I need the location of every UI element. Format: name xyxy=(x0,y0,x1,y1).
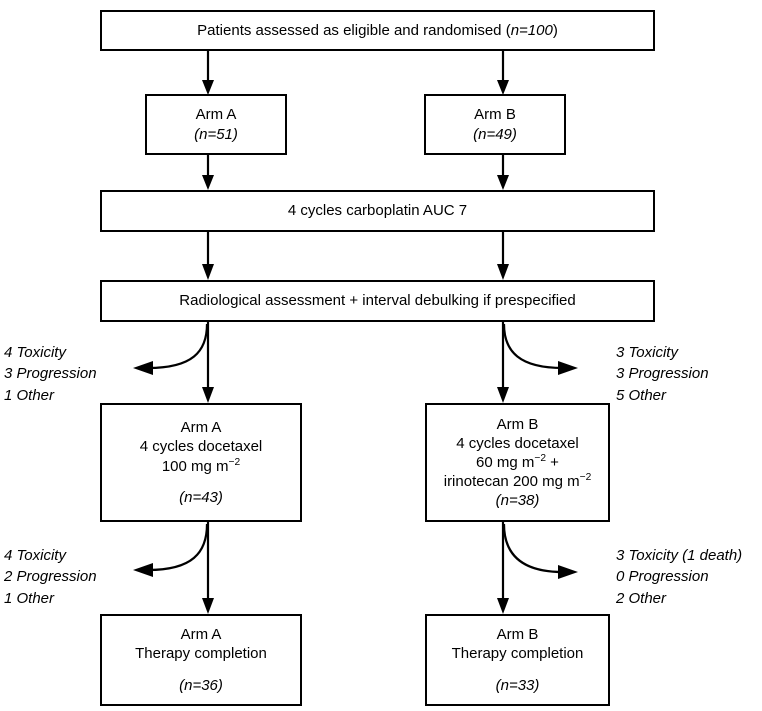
node-arm-b-completion-l2: Therapy completion xyxy=(451,645,584,663)
dropout-arm-b-stage1-toxicity: 3 Toxicity xyxy=(616,344,678,361)
connector-carboplatin-to-assessment-left xyxy=(202,232,214,280)
node-carboplatin-text: 4 cycles carboplatin AUC 7 xyxy=(287,202,468,220)
dropout-arm-b-stage1: 3 Toxicity 3 Progression 5 Other xyxy=(616,342,709,406)
node-arm-b-docetaxel: Arm B 4 cycles docetaxel 60 mg m−2 + iri… xyxy=(425,403,610,522)
dropout-arrow-arm-b-stage1 xyxy=(502,323,578,375)
connector-assessment-to-arm-b-docetaxel xyxy=(497,322,509,403)
dropout-arm-b-stage1-progression: 3 Progression xyxy=(616,365,709,383)
node-radiological-assessment-text: Radiological assessment + interval debul… xyxy=(179,292,576,310)
node-arm-b-docetaxel-l1: Arm B xyxy=(496,415,539,433)
dropout-arm-b-stage2-toxicity: 3 Toxicity (1 death) xyxy=(616,547,743,564)
node-arm-a-completion-l2: Therapy completion xyxy=(135,645,267,663)
connector-arm-a-docetaxel-to-completion xyxy=(202,522,214,614)
node-arm-a-allocation-title: Arm A xyxy=(195,106,237,124)
node-arm-a-allocation: Arm A (n=51) xyxy=(145,94,287,155)
node-arm-b-docetaxel-l2: 4 cycles docetaxel xyxy=(456,434,579,452)
connector-randomised-to-arm-b xyxy=(497,51,509,95)
node-arm-b-docetaxel-exponent-1: −2 xyxy=(534,452,547,464)
node-randomised-n: n=100 xyxy=(510,21,553,39)
node-carboplatin: 4 cycles carboplatin AUC 7 xyxy=(100,190,655,232)
node-arm-a-docetaxel-l1: Arm A xyxy=(180,419,222,437)
node-arm-b-docetaxel-l4: irinotecan 200 mg m−2 xyxy=(443,472,592,491)
node-arm-a-completion: Arm A Therapy completion (n=36) xyxy=(100,614,302,706)
dropout-arrow-arm-b-stage2 xyxy=(502,523,578,579)
dropout-arm-a-stage1-toxicity: 4 Toxicity xyxy=(4,344,66,361)
connector-arm-b-to-carboplatin xyxy=(497,155,509,190)
dropout-arm-a-stage1: 4 Toxicity 3 Progression 1 Other xyxy=(4,342,97,406)
node-arm-b-allocation: Arm B (n=49) xyxy=(424,94,566,155)
dropout-arm-b-stage1-other: 5 Other xyxy=(616,386,667,404)
node-radiological-assessment: Radiological assessment + interval debul… xyxy=(100,280,655,322)
node-arm-b-docetaxel-n: (n=38) xyxy=(495,492,540,510)
dropout-arm-b-stage2-other: 2 Other xyxy=(616,589,667,607)
node-arm-b-allocation-title: Arm B xyxy=(474,106,516,124)
connector-arm-b-docetaxel-to-completion xyxy=(497,522,509,614)
node-randomised: Patients assessed as eligible and random… xyxy=(100,10,655,51)
node-arm-b-completion-n: (n=33) xyxy=(495,676,540,694)
dropout-arm-a-stage2-other: 1 Other xyxy=(4,589,55,607)
node-arm-b-docetaxel-l3: 60 mg m−2 + xyxy=(476,452,559,471)
connector-randomised-to-arm-a xyxy=(202,51,214,95)
node-arm-a-docetaxel-l3: 100 mg m−2 xyxy=(161,456,241,475)
node-arm-a-completion-n: (n=36) xyxy=(179,676,223,694)
connector-arm-a-to-carboplatin xyxy=(202,155,214,190)
node-arm-a-completion-l1: Arm A xyxy=(180,626,222,644)
dropout-arm-a-stage2-progression: 2 Progression xyxy=(4,568,97,586)
node-arm-a-allocation-n: (n=51) xyxy=(194,125,238,143)
node-arm-b-completion: Arm B Therapy completion (n=33) xyxy=(425,614,610,706)
node-arm-b-docetaxel-exponent-2: −2 xyxy=(579,472,592,484)
dropout-arm-b-stage2-progression: 0 Progression xyxy=(616,568,709,586)
dropout-arm-b-stage2: 3 Toxicity (1 death) 0 Progression 2 Oth… xyxy=(616,545,742,609)
node-arm-b-allocation-n: (n=49) xyxy=(473,125,517,143)
dropout-arm-a-stage1-other: 1 Other xyxy=(4,386,55,404)
node-arm-b-completion-l1: Arm B xyxy=(496,626,539,644)
node-arm-a-docetaxel: Arm A 4 cycles docetaxel 100 mg m−2 (n=4… xyxy=(100,403,302,522)
connector-carboplatin-to-assessment-right xyxy=(497,232,509,280)
node-arm-a-docetaxel-n: (n=43) xyxy=(179,488,223,506)
node-arm-a-docetaxel-exponent: −2 xyxy=(228,456,241,468)
dropout-arm-a-stage2: 4 Toxicity 2 Progression 1 Other xyxy=(4,545,97,609)
dropout-arrow-arm-a-stage2 xyxy=(133,523,209,577)
node-arm-a-docetaxel-l2: 4 cycles docetaxel xyxy=(139,438,263,456)
node-randomised-text: Patients assessed as eligible and random… xyxy=(197,21,558,39)
dropout-arm-a-stage2-toxicity: 4 Toxicity xyxy=(4,547,66,564)
dropout-arm-a-stage1-progression: 3 Progression xyxy=(4,365,97,383)
dropout-arrow-arm-a-stage1 xyxy=(133,323,209,375)
connector-assessment-to-arm-a-docetaxel xyxy=(202,322,214,403)
